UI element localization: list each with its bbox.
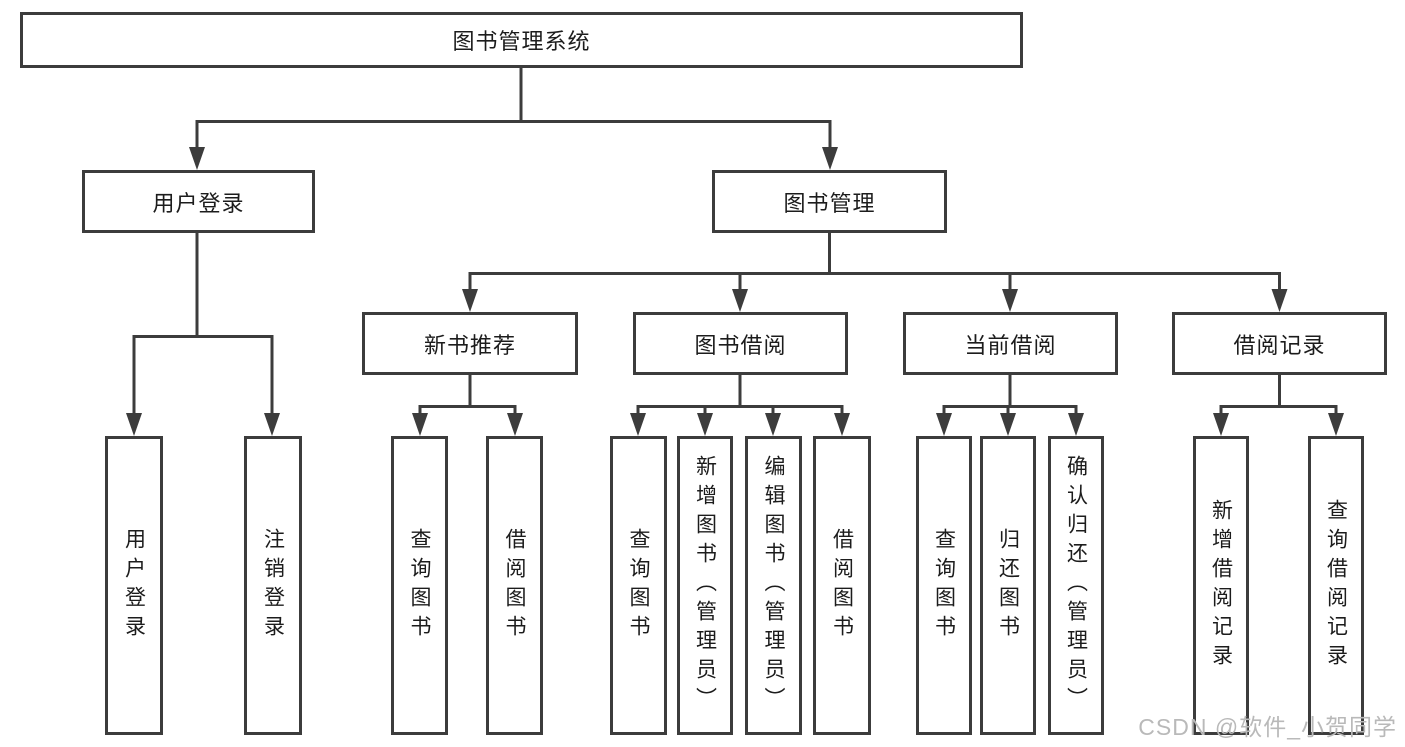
leaf-label: 注销登录 xyxy=(261,527,285,644)
leaf-label: 查询图书 xyxy=(932,527,956,644)
leaf-user-login: 用户登录 xyxy=(105,436,163,735)
node-label: 当前借阅 xyxy=(964,332,1057,358)
leaf-borrow-borrow-books: 借阅图书 xyxy=(813,436,871,735)
node-book-borrow: 图书借阅 xyxy=(633,312,848,375)
leaf-label: 查询图书 xyxy=(627,527,650,644)
leaf-records-query-borrow-record: 查询借阅记录 xyxy=(1308,436,1364,735)
node-label: 借阅记录 xyxy=(1233,332,1326,358)
leaf-label: 查询借阅记录 xyxy=(1324,498,1348,673)
leaf-current-confirm-return-admin: 确认归还（管理员） xyxy=(1048,436,1104,735)
leaf-borrow-query-books: 查询图书 xyxy=(610,436,667,735)
leaf-label: 用户登录 xyxy=(122,527,146,644)
csdn-watermark: CSDN @软件_小贺同学 xyxy=(1138,714,1397,740)
node-user-login: 用户登录 xyxy=(82,170,315,233)
leaf-label: 编辑图书（管理员） xyxy=(762,455,785,716)
node-new-book-recommend: 新书推荐 xyxy=(362,312,578,375)
leaf-label: 新增借阅记录 xyxy=(1209,498,1233,673)
leaf-borrow-add-books-admin: 新增图书（管理员） xyxy=(677,436,733,735)
node-label: 新书推荐 xyxy=(423,332,516,358)
leaf-recommend-borrow-books: 借阅图书 xyxy=(486,436,543,735)
node-label: 图书借阅 xyxy=(694,332,787,358)
leaf-recommend-query-books: 查询图书 xyxy=(391,436,448,735)
leaf-label: 新增图书（管理员） xyxy=(693,455,717,716)
leaf-label: 借阅图书 xyxy=(503,527,526,644)
node-current-borrow: 当前借阅 xyxy=(903,312,1118,375)
node-book-management: 图书管理 xyxy=(712,170,947,233)
leaf-label: 确认归还（管理员） xyxy=(1064,455,1088,716)
leaf-label: 借阅图书 xyxy=(830,527,854,644)
leaf-borrow-edit-books-admin: 编辑图书（管理员） xyxy=(745,436,802,735)
node-label: 用户登录 xyxy=(152,190,245,216)
node-label: 图书管理系统 xyxy=(452,29,591,54)
node-root-library-management-system: 图书管理系统 xyxy=(20,12,1023,68)
leaf-logout: 注销登录 xyxy=(244,436,302,735)
leaf-current-query-books: 查询图书 xyxy=(916,436,972,735)
leaf-records-add-borrow-record: 新增借阅记录 xyxy=(1193,436,1249,735)
leaf-current-return-books: 归还图书 xyxy=(980,436,1036,735)
leaf-label: 查询图书 xyxy=(408,527,431,644)
node-label: 图书管理 xyxy=(783,190,876,216)
leaf-label: 归还图书 xyxy=(996,527,1020,644)
node-borrow-records: 借阅记录 xyxy=(1172,312,1387,375)
